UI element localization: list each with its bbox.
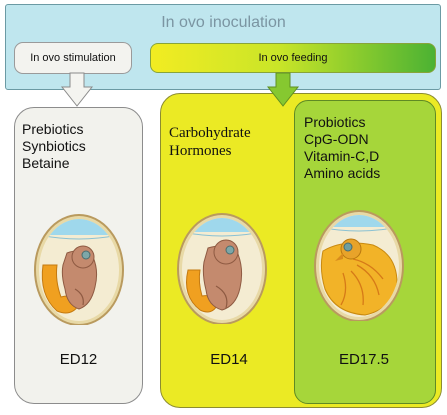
ed14-list: Carbohydrate Hormones <box>169 124 251 160</box>
stage-label-ed14: ED14 <box>210 351 248 368</box>
embryo-ed17-icon <box>314 210 404 321</box>
stimulation-label: In ovo stimulation <box>30 52 116 64</box>
stimulation-label-box: In ovo stimulation <box>14 42 132 74</box>
ed17-list: Probiotics CpG-ODN Vitamin-C,D Amino aci… <box>304 114 380 182</box>
list-item: CpG-ODN <box>304 131 369 147</box>
embryo-ed12-icon <box>34 214 124 325</box>
arrow-down-icon <box>266 72 300 107</box>
list-item: Amino acids <box>304 165 381 181</box>
stage-label-ed17: ED17.5 <box>338 351 390 368</box>
feeding-label-bar: In ovo feeding <box>150 43 436 73</box>
list-item: Hormones <box>169 143 232 159</box>
embryo-ed14-icon <box>177 213 267 324</box>
ed12-list: Prebiotics Synbiotics Betaine <box>22 121 86 172</box>
list-item: Prebiotics <box>22 121 84 137</box>
stage-label-ed12: ED12 <box>59 351 98 368</box>
banner-title: In ovo inoculation <box>161 14 286 31</box>
list-item: Synbiotics <box>22 138 86 154</box>
list-item: Probiotics <box>304 114 366 130</box>
list-item: Vitamin-C,D <box>304 148 380 164</box>
arrow-down-icon <box>60 72 94 107</box>
feeding-label: In ovo feeding <box>258 52 328 64</box>
list-item: Betaine <box>22 155 70 171</box>
list-item: Carbohydrate <box>169 125 251 141</box>
